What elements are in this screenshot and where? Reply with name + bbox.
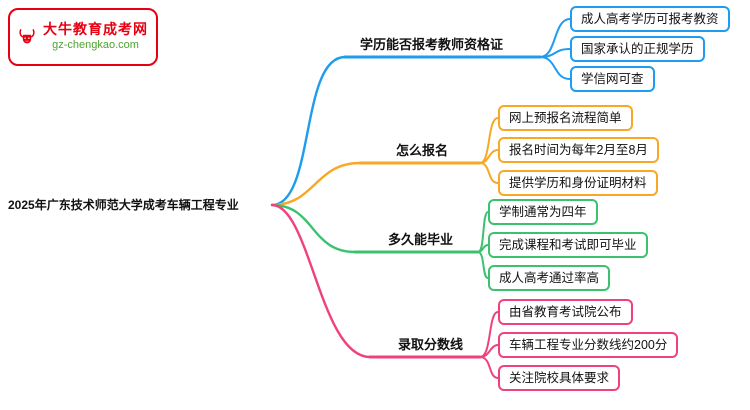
leaf-node: 学制通常为四年 xyxy=(488,199,598,225)
leaf-node: 完成课程和考试即可毕业 xyxy=(488,232,648,258)
leaf-node: 关注院校具体要求 xyxy=(498,365,621,391)
branch-lines-signup xyxy=(270,117,499,207)
leaf-node: 车辆工程专业分数线约200分 xyxy=(498,332,679,358)
leaf-node: 成人高考通过率高 xyxy=(488,265,611,291)
bull-logo-icon xyxy=(19,29,35,44)
leaf-node: 由省教育考试院公布 xyxy=(498,299,633,325)
leaf-node: 成人高考学历可报考教资 xyxy=(570,6,730,32)
branch-label-qualification: 学历能否报考教师资格证 xyxy=(360,37,504,52)
root-node: 2025年广东技术师范大学成考车辆工程专业 xyxy=(8,198,239,212)
branch-label-graduation: 多久能毕业 xyxy=(388,232,454,247)
branch-label-score: 录取分数线 xyxy=(398,337,464,352)
branch-lines-score xyxy=(270,203,499,379)
logo-text: 大牛教育成考网 gz-chengkao.com xyxy=(43,21,148,52)
branch-label-signup: 怎么报名 xyxy=(396,143,449,158)
branch-lines-graduation xyxy=(270,203,489,279)
logo: 大牛教育成考网 gz-chengkao.com xyxy=(8,8,158,66)
leaf-node: 国家承认的正规学历 xyxy=(570,36,705,62)
leaf-node: 学信网可查 xyxy=(570,66,655,92)
leaf-node: 网上预报名流程简单 xyxy=(498,105,633,131)
logo-url: gz-chengkao.com xyxy=(52,38,139,51)
logo-title: 大牛教育成考网 xyxy=(43,21,148,38)
leaf-node: 报名时间为每年2月至8月 xyxy=(498,137,659,163)
leaf-node: 提供学历和身份证明材料 xyxy=(498,170,658,196)
